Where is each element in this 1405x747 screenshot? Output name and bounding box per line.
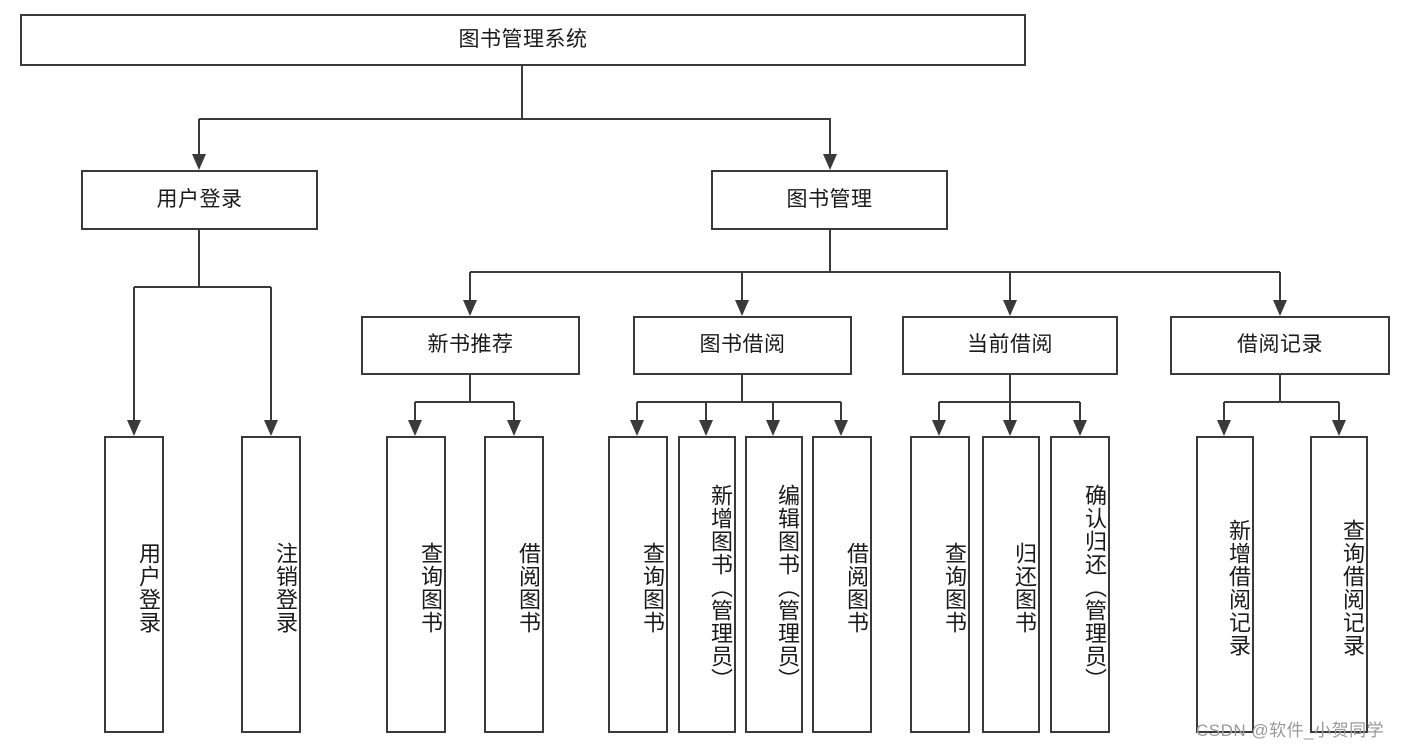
connector-bar-record <box>1224 401 1339 403</box>
node-current-borrow[interactable]: 当前借阅 <box>902 316 1118 375</box>
arrowhead-icon-current-0 <box>932 420 946 436</box>
node-book-management-system[interactable]: 图书管理系统 <box>20 14 1026 66</box>
node-label: 查询借阅记录 <box>1340 518 1365 657</box>
node-label: 查询图书 <box>418 541 443 634</box>
connector-drop-manage-2 <box>1009 272 1011 300</box>
arrowhead-icon-manage-1 <box>735 300 749 316</box>
connector-drop-root-1 <box>829 119 831 154</box>
connector-drop-borrow-3 <box>840 402 842 420</box>
node-label: 新增图书（管理员） <box>708 484 733 691</box>
arrowhead-icon-manage-2 <box>1003 300 1017 316</box>
connector-drop-user-0 <box>133 287 135 420</box>
node-borrow-record[interactable]: 借阅记录 <box>1170 316 1390 375</box>
arrowhead-icon-borrow-0 <box>630 420 644 436</box>
watermark-text: CSDN @软件_小贺同学 <box>1196 721 1385 740</box>
connector-drop-record-1 <box>1338 402 1340 420</box>
connector-drop-current-2 <box>1079 402 1081 420</box>
connector-drop-borrow-2 <box>772 402 774 420</box>
node-label: 查询图书 <box>640 541 665 634</box>
node-label: 新书推荐 <box>427 333 514 357</box>
connector-drop-borrow-0 <box>636 402 638 420</box>
leaf-return-book[interactable]: 归还图书 <box>982 436 1040 733</box>
leaf-user-login[interactable]: 用户登录 <box>104 436 164 733</box>
connector-drop-root-0 <box>198 119 200 154</box>
leaf-query-book-recommend[interactable]: 查询图书 <box>386 436 446 733</box>
leaf-query-book-current[interactable]: 查询图书 <box>910 436 970 733</box>
leaf-confirm-return-admin[interactable]: 确认归还（管理员） <box>1050 436 1110 733</box>
node-label: 用户登录 <box>156 187 243 211</box>
connector-drop-manage-0 <box>469 272 471 300</box>
connector-stem-root <box>521 66 523 119</box>
leaf-borrow-book-recommend[interactable]: 借阅图书 <box>484 436 544 733</box>
node-label: 新增借阅记录 <box>1226 518 1251 657</box>
node-label: 借阅记录 <box>1237 333 1323 357</box>
node-new-book-recommend[interactable]: 新书推荐 <box>361 316 580 375</box>
arrowhead-icon-user-0 <box>127 420 141 436</box>
connector-stem-manage <box>829 230 831 272</box>
leaf-user-logout[interactable]: 注销登录 <box>241 436 301 733</box>
node-label: 借阅图书 <box>844 541 869 634</box>
arrowhead-icon-recommend-1 <box>507 420 521 436</box>
connector-drop-manage-3 <box>1279 272 1281 300</box>
connector-drop-current-0 <box>938 402 940 420</box>
connector-bar-borrow <box>637 401 841 403</box>
arrowhead-icon-record-1 <box>1332 420 1346 436</box>
node-label: 当前借阅 <box>967 333 1053 357</box>
connector-stem-current <box>1009 375 1011 402</box>
arrowhead-icon-record-0 <box>1217 420 1231 436</box>
leaf-edit-book-admin[interactable]: 编辑图书（管理员） <box>745 436 803 733</box>
arrowhead-icon-root-1 <box>823 154 837 170</box>
leaf-add-borrow-record[interactable]: 新增借阅记录 <box>1196 436 1254 733</box>
connector-stem-user <box>198 230 200 287</box>
connector-stem-record <box>1279 375 1281 402</box>
node-label: 图书借阅 <box>699 333 786 357</box>
node-label: 图书管理系统 <box>458 27 588 51</box>
node-label: 查询图书 <box>942 541 967 634</box>
node-label: 用户登录 <box>136 541 161 634</box>
arrowhead-icon-borrow-2 <box>766 420 780 436</box>
node-user-login[interactable]: 用户登录 <box>81 170 318 230</box>
connector-stem-recommend <box>469 375 471 402</box>
connector-drop-manage-1 <box>741 272 743 300</box>
connector-drop-current-1 <box>1009 402 1011 420</box>
node-label: 确认归还（管理员） <box>1082 484 1107 691</box>
leaf-borrow-book[interactable]: 借阅图书 <box>812 436 872 733</box>
arrowhead-icon-current-2 <box>1073 420 1087 436</box>
connector-drop-borrow-1 <box>705 402 707 420</box>
node-label: 注销登录 <box>273 541 298 634</box>
node-label: 借阅图书 <box>516 541 541 634</box>
leaf-query-borrow-record[interactable]: 查询借阅记录 <box>1310 436 1368 733</box>
arrowhead-icon-recommend-0 <box>408 420 422 436</box>
connector-drop-recommend-0 <box>414 402 416 420</box>
connector-stem-borrow <box>741 375 743 402</box>
connector-bar-manage <box>470 271 1280 273</box>
connector-bar-recommend <box>415 401 514 403</box>
arrowhead-icon-borrow-3 <box>834 420 848 436</box>
connector-drop-recommend-1 <box>513 402 515 420</box>
connector-bar-root <box>199 118 831 120</box>
arrowhead-icon-borrow-1 <box>699 420 713 436</box>
leaf-query-book-borrow[interactable]: 查询图书 <box>608 436 668 733</box>
arrowhead-icon-manage-3 <box>1273 300 1287 316</box>
node-book-manage[interactable]: 图书管理 <box>711 170 948 230</box>
arrowhead-icon-user-1 <box>264 420 278 436</box>
connector-drop-user-1 <box>270 287 272 420</box>
connector-bar-user <box>134 286 271 288</box>
node-label: 归还图书 <box>1012 541 1037 634</box>
connector-drop-record-0 <box>1223 402 1225 420</box>
leaf-add-book-admin[interactable]: 新增图书（管理员） <box>678 436 736 733</box>
arrowhead-icon-current-1 <box>1003 420 1017 436</box>
node-label: 图书管理 <box>786 187 873 211</box>
node-label: 编辑图书（管理员） <box>775 484 800 691</box>
node-book-borrow[interactable]: 图书借阅 <box>633 316 852 375</box>
arrowhead-icon-root-0 <box>192 154 206 170</box>
arrowhead-icon-manage-0 <box>463 300 477 316</box>
